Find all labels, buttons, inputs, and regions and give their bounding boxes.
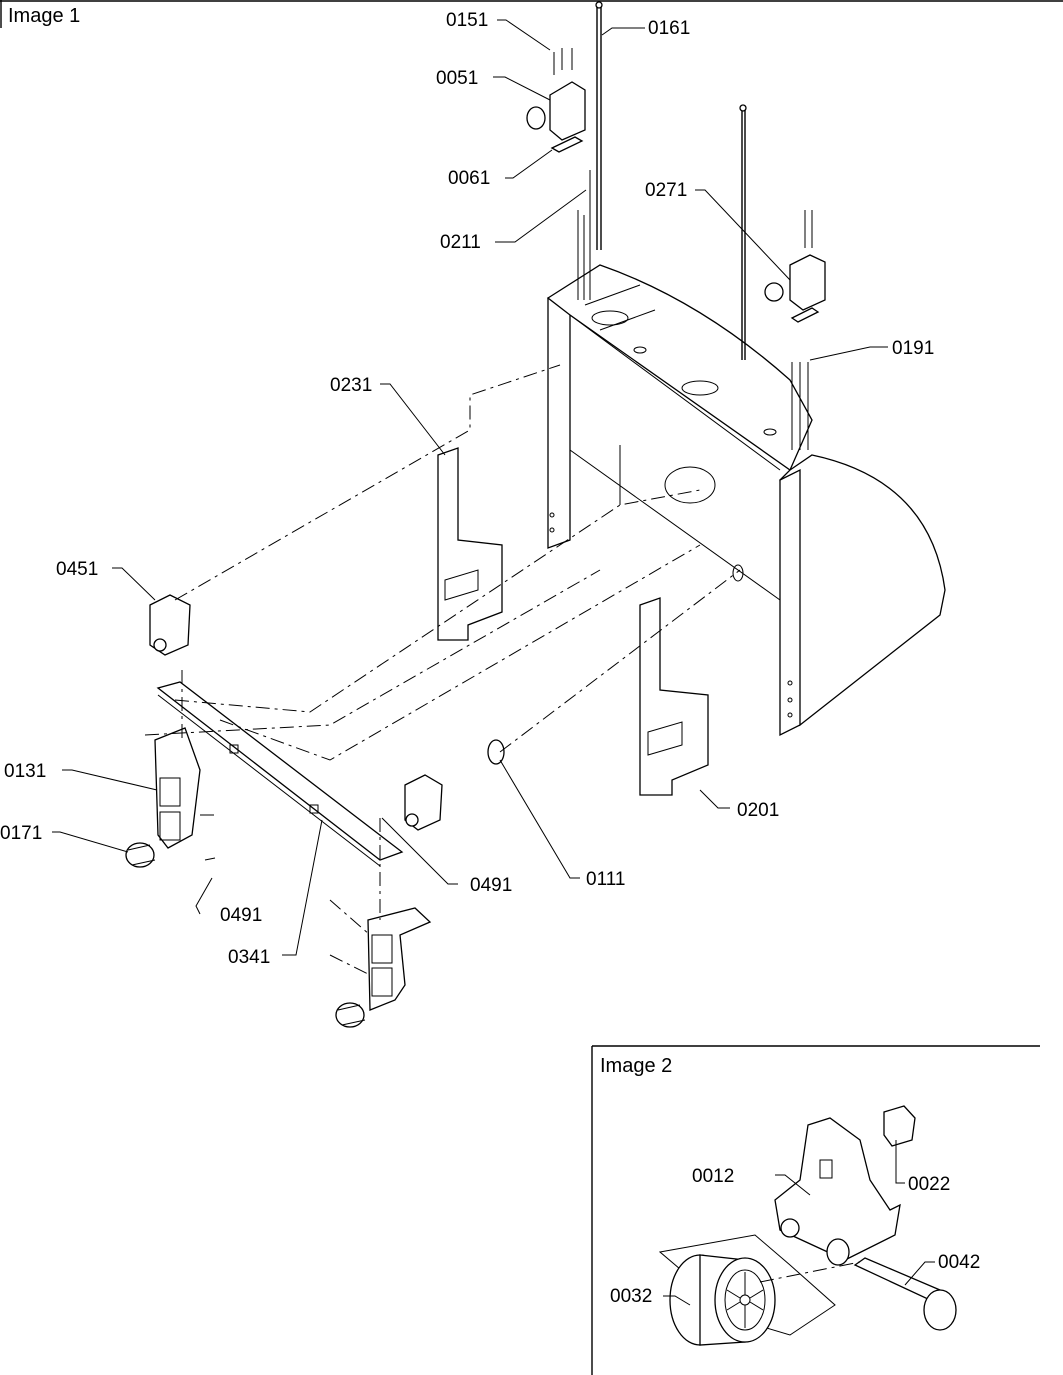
- assembly-lines: [144, 364, 741, 976]
- callout-0042: 0042: [938, 1252, 980, 1273]
- grommet-0111: [487, 739, 505, 765]
- callout-0341: 0341: [228, 947, 270, 968]
- leader-lines: [52, 19, 888, 956]
- callout-0131: 0131: [4, 761, 46, 782]
- callout-0491-right: 0491: [470, 875, 512, 896]
- callout-0022: 0022: [908, 1174, 950, 1195]
- callout-0211: 0211: [440, 232, 481, 253]
- callout-0191: 0191: [892, 338, 934, 359]
- clip-0022: [883, 1105, 916, 1147]
- hinge-0051: [526, 48, 586, 153]
- callout-0271: 0271: [645, 180, 687, 201]
- axle-0042: [759, 1257, 957, 1331]
- callout-0012: 0012: [692, 1166, 734, 1187]
- clip-center: [404, 774, 443, 831]
- callout-0111: 0111: [586, 869, 625, 890]
- callout-0201: 0201: [737, 800, 779, 821]
- hinge-0271: [764, 210, 826, 323]
- cabinet-bracket-assembly: [546, 264, 946, 737]
- image-1-label: Image 1: [8, 5, 80, 27]
- callout-0491-left: 0491: [220, 905, 262, 926]
- image-2-label: Image 2: [600, 1055, 672, 1077]
- callout-0171: 0171: [0, 823, 42, 844]
- callout-0161: 0161: [648, 18, 690, 39]
- callout-0151: 0151: [446, 10, 488, 31]
- rod-0191: [739, 104, 747, 360]
- screws-0211: [577, 170, 809, 450]
- spacer-0231: [437, 447, 503, 641]
- callout-0061: 0061: [448, 168, 490, 189]
- wheel-0032: [658, 1234, 836, 1346]
- base-rail-0341: [156, 681, 404, 867]
- caster-bracket-0012: [774, 1117, 901, 1266]
- callout-0051: 0051: [436, 68, 478, 89]
- spacer-0201: [639, 597, 709, 796]
- image-2-frame: [591, 1045, 1040, 1375]
- callout-0451: 0451: [56, 559, 98, 580]
- leveler-right: [335, 1002, 366, 1028]
- callout-0231: 0231: [330, 375, 372, 396]
- leader-lines-image-2: [663, 1140, 935, 1306]
- image-1-frame: [0, 0, 1063, 28]
- leveler-bracket-right: [367, 907, 432, 1011]
- clip-0451: [149, 594, 191, 656]
- leveler-0171: [125, 842, 156, 868]
- callout-0032: 0032: [610, 1286, 652, 1307]
- leveler-bracket-0131: [154, 727, 201, 849]
- rod-0161: [595, 1, 603, 250]
